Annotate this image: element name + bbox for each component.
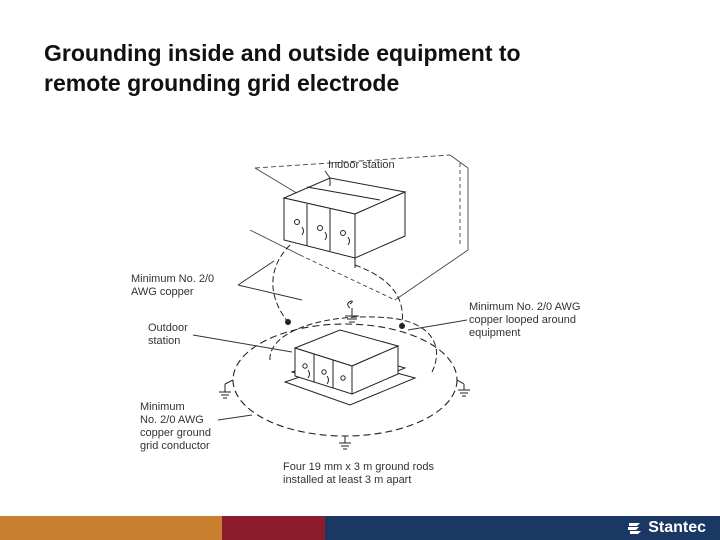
equipment-loop-conductor	[269, 316, 437, 373]
stantec-logo: Stantec	[626, 518, 706, 538]
stantec-logo-icon	[628, 523, 642, 534]
label-looped-line-1: Minimum No. 2/0 AWG	[469, 301, 580, 313]
label-rods-line-2: installed at least 3 m apart	[283, 474, 411, 486]
slide-title-line-2: remote grounding grid electrode	[44, 70, 400, 96]
label-outdoor-line-2: station	[148, 335, 180, 347]
label-grid-line-3: copper ground	[140, 427, 211, 439]
outdoor-equipment	[283, 329, 417, 406]
conductor-indoor-left	[272, 244, 291, 323]
indoor-equipment-cabinet	[282, 177, 407, 268]
ground-rod-bottom	[339, 436, 351, 450]
conductor-indoor-right	[354, 264, 403, 327]
label-min-copper-line-1: Minimum No. 2/0	[131, 273, 214, 285]
label-min-copper-line-2: AWG copper	[131, 286, 194, 298]
label-outdoor-line-1: Outdoor	[148, 322, 188, 334]
indoor-room-outline	[249, 154, 469, 301]
label-indoor-station: Indoor station	[328, 159, 395, 171]
label-grid-line-4: grid conductor	[140, 440, 210, 452]
label-looped-line-2: copper looped around	[469, 314, 576, 326]
footer-segment-navy	[325, 516, 720, 540]
label-rods-line-1: Four 19 mm x 3 m ground rods	[283, 461, 435, 473]
stantec-logo-text: Stantec	[648, 519, 706, 536]
label-looped-line-3: equipment	[469, 327, 520, 339]
ground-rod-right	[456, 379, 470, 397]
ground-rod-left	[219, 379, 234, 399]
footer-segment-orange	[0, 516, 222, 540]
ground-symbol-top	[345, 300, 359, 323]
label-grid-line-2: No. 2/0 AWG	[140, 414, 204, 426]
footer-bar	[0, 516, 720, 540]
slide-title: Grounding inside and outside equipment t…	[44, 38, 684, 98]
footer-segment-red	[222, 516, 325, 540]
label-grid-line-1: Minimum	[140, 401, 185, 413]
slide-title-line-1: Grounding inside and outside equipment t…	[44, 40, 521, 66]
ground-rod-back	[285, 319, 405, 329]
